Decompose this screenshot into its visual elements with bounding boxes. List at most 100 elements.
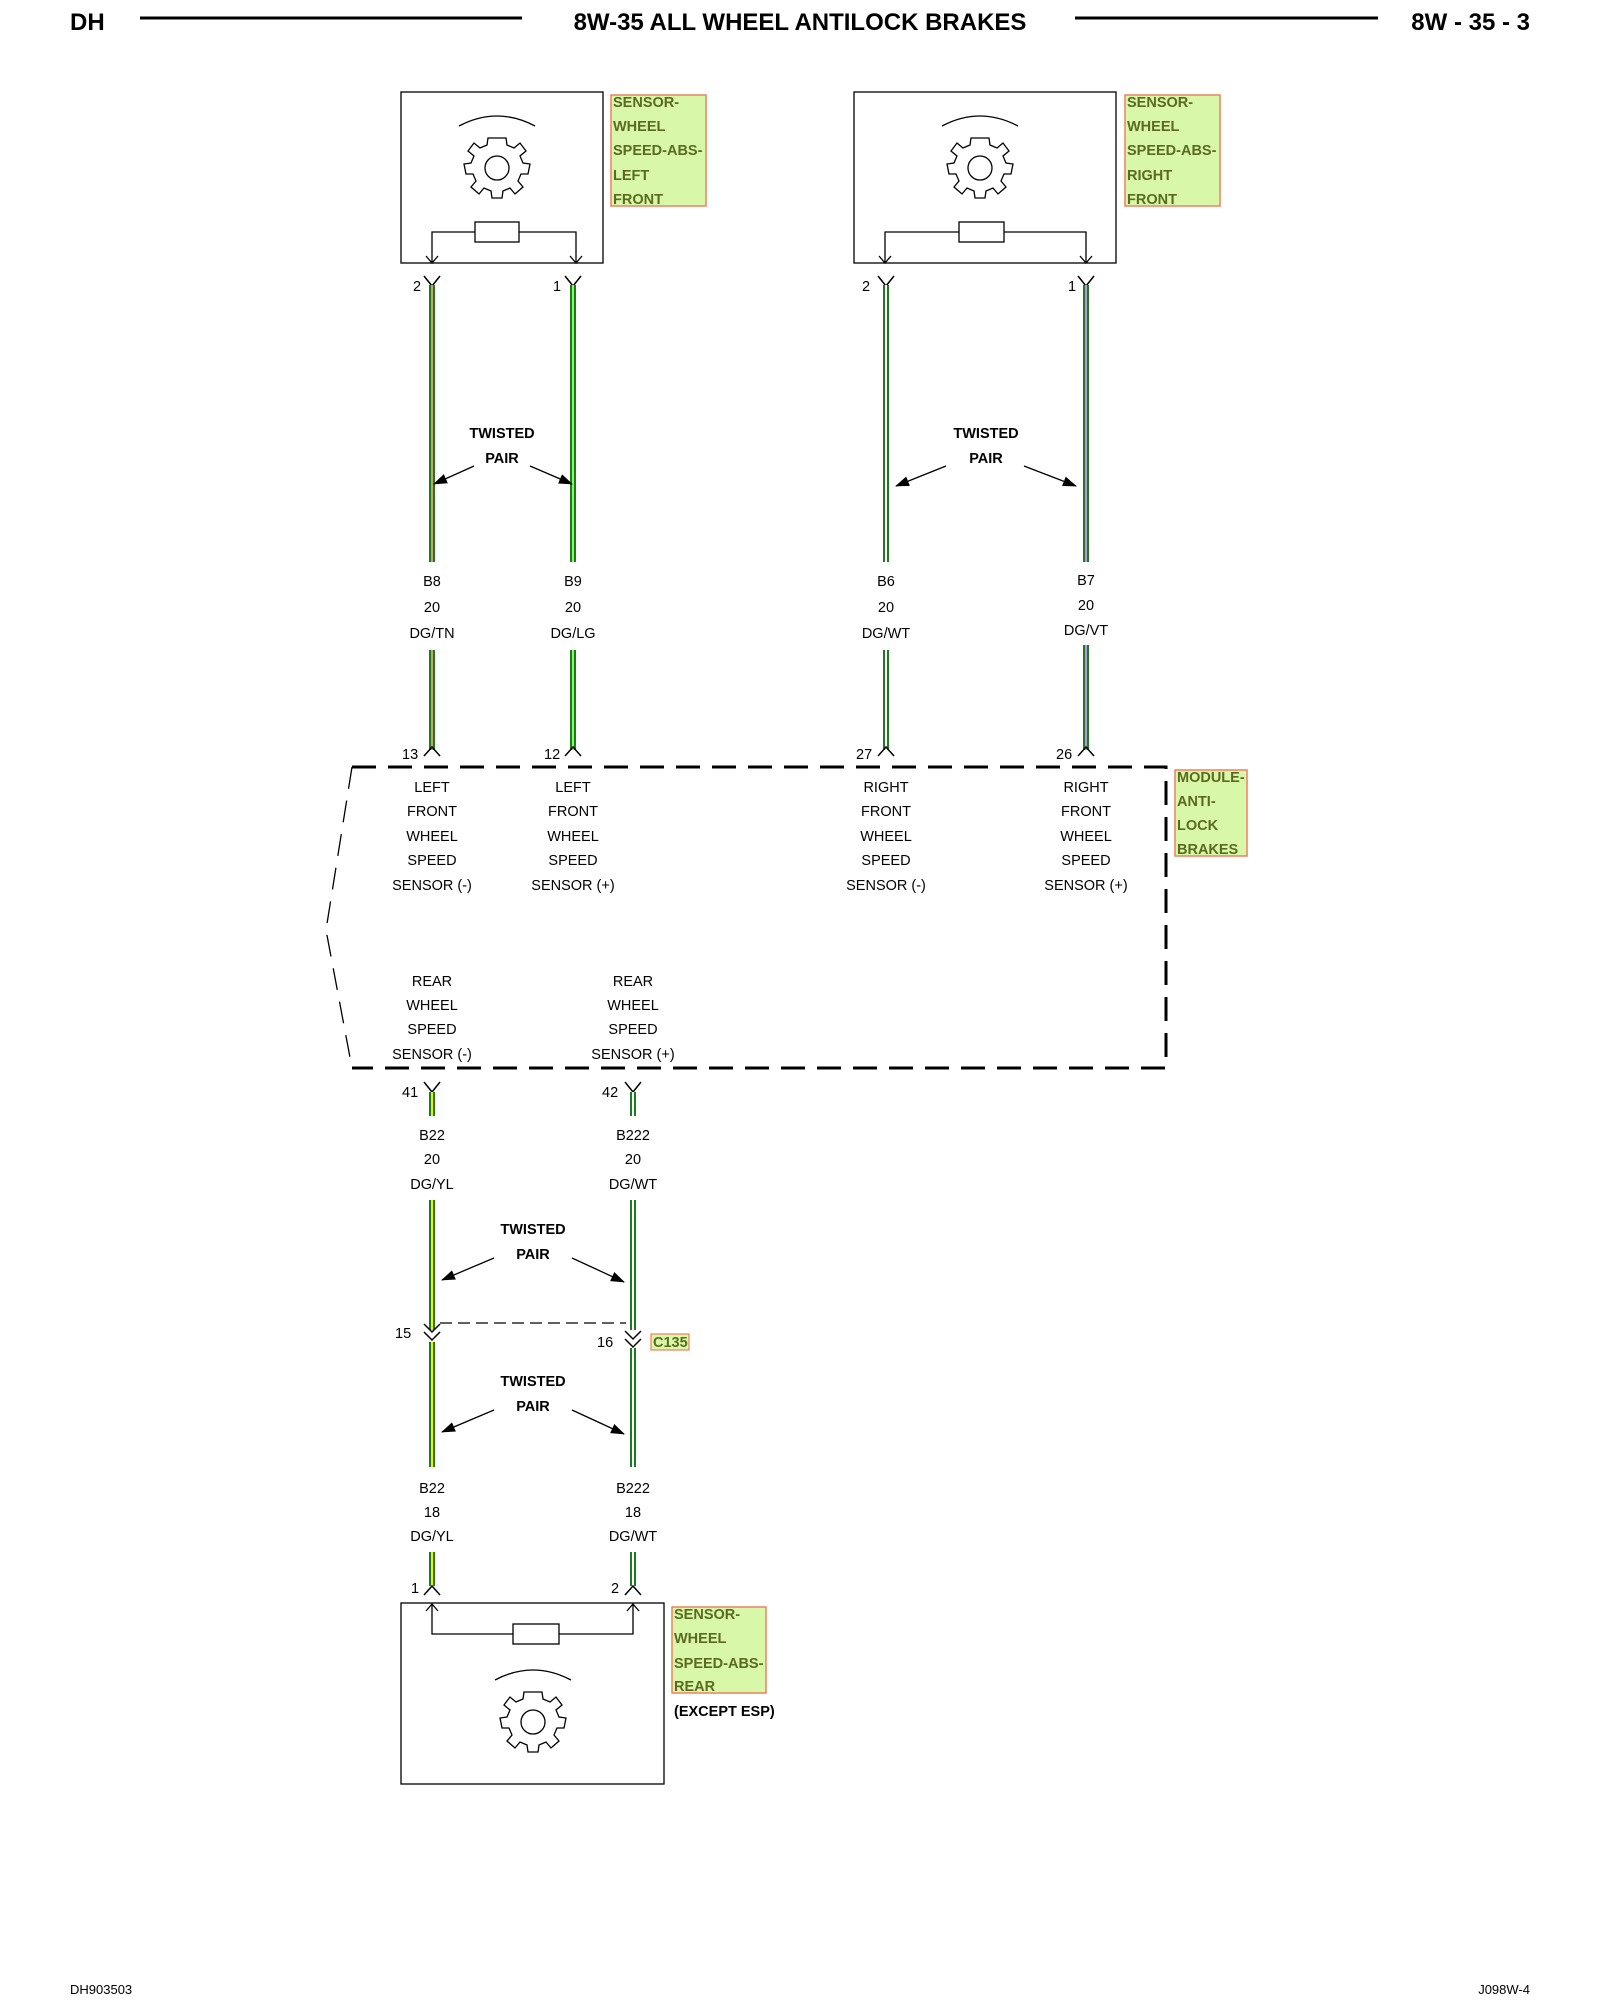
rear-sensor-block: [400, 1602, 665, 1785]
wire-b222-upper: [630, 1200, 636, 1330]
twisted-pair-rf: TWISTED PAIR: [895, 426, 1077, 487]
rear-resistor-lead: [431, 1604, 634, 1635]
rf-pin-2: 2: [862, 279, 870, 295]
svg-text:SENSOR (-): SENSOR (-): [392, 878, 472, 894]
header-left: DH: [70, 9, 105, 36]
module-pin-13: 13: [402, 747, 418, 763]
svg-text:WHEEL: WHEEL: [860, 829, 912, 845]
wire-b222-20-id: B222 20 DG/WT: [609, 1128, 657, 1193]
svg-text:B7: B7: [1077, 573, 1095, 589]
module-fn-lf-plus: LEFT FRONT WHEEL SPEED SENSOR (+): [531, 780, 614, 894]
rf-sensor-label: SENSOR- WHEEL SPEED-ABS- RIGHT FRONT: [1124, 94, 1221, 208]
svg-text:20: 20: [625, 1152, 641, 1168]
svg-text:PAIR: PAIR: [516, 1247, 550, 1263]
svg-text:SENSOR (-): SENSOR (-): [846, 878, 926, 894]
c135-label: C135: [650, 1333, 690, 1351]
twisted-pair-lf: TWISTED PAIR: [433, 426, 573, 485]
svg-text:20: 20: [1078, 598, 1094, 614]
footer-right: J098W-4: [1478, 1982, 1530, 1997]
rear-pin-1: 1: [411, 1581, 419, 1597]
wire-b222-18-id: B222 18 DG/WT: [609, 1481, 657, 1545]
svg-text:B9: B9: [564, 574, 582, 590]
svg-text:SPEED: SPEED: [1061, 853, 1110, 869]
svg-text:ANTI-: ANTI-: [1177, 794, 1216, 810]
svg-text:SPEED: SPEED: [608, 1022, 657, 1038]
lf-sensor-block: [400, 91, 604, 264]
module-fn-rear-minus: REAR WHEEL SPEED SENSOR (-): [392, 974, 472, 1063]
svg-text:B6: B6: [877, 574, 895, 590]
svg-text:B8: B8: [423, 574, 441, 590]
rear-pin-2: 2: [611, 1581, 619, 1597]
c135-pin-16: 16: [597, 1335, 613, 1351]
svg-text:WHEEL: WHEEL: [406, 998, 458, 1014]
rf-gear-icon: [941, 115, 1019, 199]
svg-text:FRONT: FRONT: [407, 804, 457, 820]
svg-text:RIGHT: RIGHT: [1127, 168, 1172, 184]
module-top-connector-marks: [423, 745, 1095, 757]
svg-text:DG/YL: DG/YL: [410, 1177, 454, 1193]
abs-module-label: MODULE- ANTI- LOCK BRAKES: [1174, 769, 1248, 858]
svg-text:BRAKES: BRAKES: [1177, 842, 1239, 858]
svg-text:20: 20: [565, 600, 581, 616]
svg-text:TWISTED: TWISTED: [500, 1222, 565, 1238]
module-fn-rf-plus: RIGHT FRONT WHEEL SPEED SENSOR (+): [1044, 780, 1127, 894]
svg-text:SENSOR (-): SENSOR (-): [392, 1047, 472, 1063]
footer-left: DH903503: [70, 1982, 132, 1997]
svg-text:18: 18: [424, 1505, 440, 1521]
wire-b22-lower: [429, 1342, 435, 1467]
svg-text:PAIR: PAIR: [516, 1399, 550, 1415]
module-pin-26: 26: [1056, 747, 1072, 763]
svg-text:LOCK: LOCK: [1177, 818, 1219, 834]
wire-b222-lower: [630, 1348, 636, 1467]
svg-text:REAR: REAR: [674, 1679, 716, 1695]
svg-text:RIGHT: RIGHT: [1063, 780, 1108, 796]
svg-text:WHEEL: WHEEL: [406, 829, 458, 845]
svg-text:FRONT: FRONT: [1061, 804, 1111, 820]
rear-sensor-label: SENSOR- WHEEL SPEED-ABS- REAR: [671, 1606, 767, 1695]
wire-b8-upper: [429, 285, 435, 562]
rear-resistor-icon: [512, 1623, 560, 1645]
wire-b9-lower: [570, 650, 576, 750]
wire-b222-stub: [630, 1092, 636, 1116]
svg-text:PAIR: PAIR: [969, 451, 1003, 467]
lf-gear-icon: [458, 115, 536, 199]
svg-text:C135: C135: [653, 1335, 688, 1351]
page-title: 8W-35 ALL WHEEL ANTILOCK BRAKES: [574, 9, 1027, 36]
module-fn-rf-minus: RIGHT FRONT WHEEL SPEED SENSOR (-): [846, 780, 926, 894]
wire-b6-lower: [883, 650, 889, 750]
svg-text:DG/TN: DG/TN: [409, 626, 454, 642]
c135-connector-marks: [423, 1323, 642, 1349]
svg-text:DG/WT: DG/WT: [609, 1177, 657, 1193]
svg-text:WHEEL: WHEEL: [613, 119, 666, 135]
svg-text:TWISTED: TWISTED: [469, 426, 534, 442]
rear-gear-icon: [494, 1669, 572, 1753]
svg-text:20: 20: [424, 1152, 440, 1168]
svg-text:SENSOR (+): SENSOR (+): [1044, 878, 1127, 894]
svg-text:FRONT: FRONT: [548, 804, 598, 820]
svg-text:FRONT: FRONT: [1127, 192, 1177, 208]
wire-b22-18-id: B22 18 DG/YL: [410, 1481, 454, 1545]
svg-text:B222: B222: [616, 1481, 650, 1497]
rf-sensor-box: [853, 91, 1117, 264]
svg-text:LEFT: LEFT: [414, 780, 450, 796]
rear-sensor-note: (EXCEPT ESP): [674, 1704, 775, 1720]
svg-text:MODULE-: MODULE-: [1177, 770, 1245, 786]
lf-pin-1: 1: [553, 279, 561, 295]
lf-pin-2: 2: [413, 279, 421, 295]
twisted-pair-rear-lower: TWISTED PAIR: [441, 1374, 625, 1435]
wire-b7-id: B7 20 DG/VT: [1064, 573, 1108, 639]
rf-resistor-lead: [884, 231, 1087, 262]
svg-text:RIGHT: RIGHT: [863, 780, 908, 796]
svg-text:TWISTED: TWISTED: [953, 426, 1018, 442]
svg-text:DG/WT: DG/WT: [862, 626, 910, 642]
front-sensor-connector-marks: [423, 275, 1095, 288]
module-pin-42: 42: [602, 1085, 618, 1101]
svg-text:FRONT: FRONT: [613, 192, 663, 208]
wire-b8-lower: [429, 650, 435, 750]
svg-text:DG/WT: DG/WT: [609, 1529, 657, 1545]
svg-text:REAR: REAR: [613, 974, 653, 990]
svg-text:DG/YL: DG/YL: [410, 1529, 454, 1545]
svg-text:WHEEL: WHEEL: [547, 829, 599, 845]
svg-text:20: 20: [878, 600, 894, 616]
svg-text:B222: B222: [616, 1128, 650, 1144]
